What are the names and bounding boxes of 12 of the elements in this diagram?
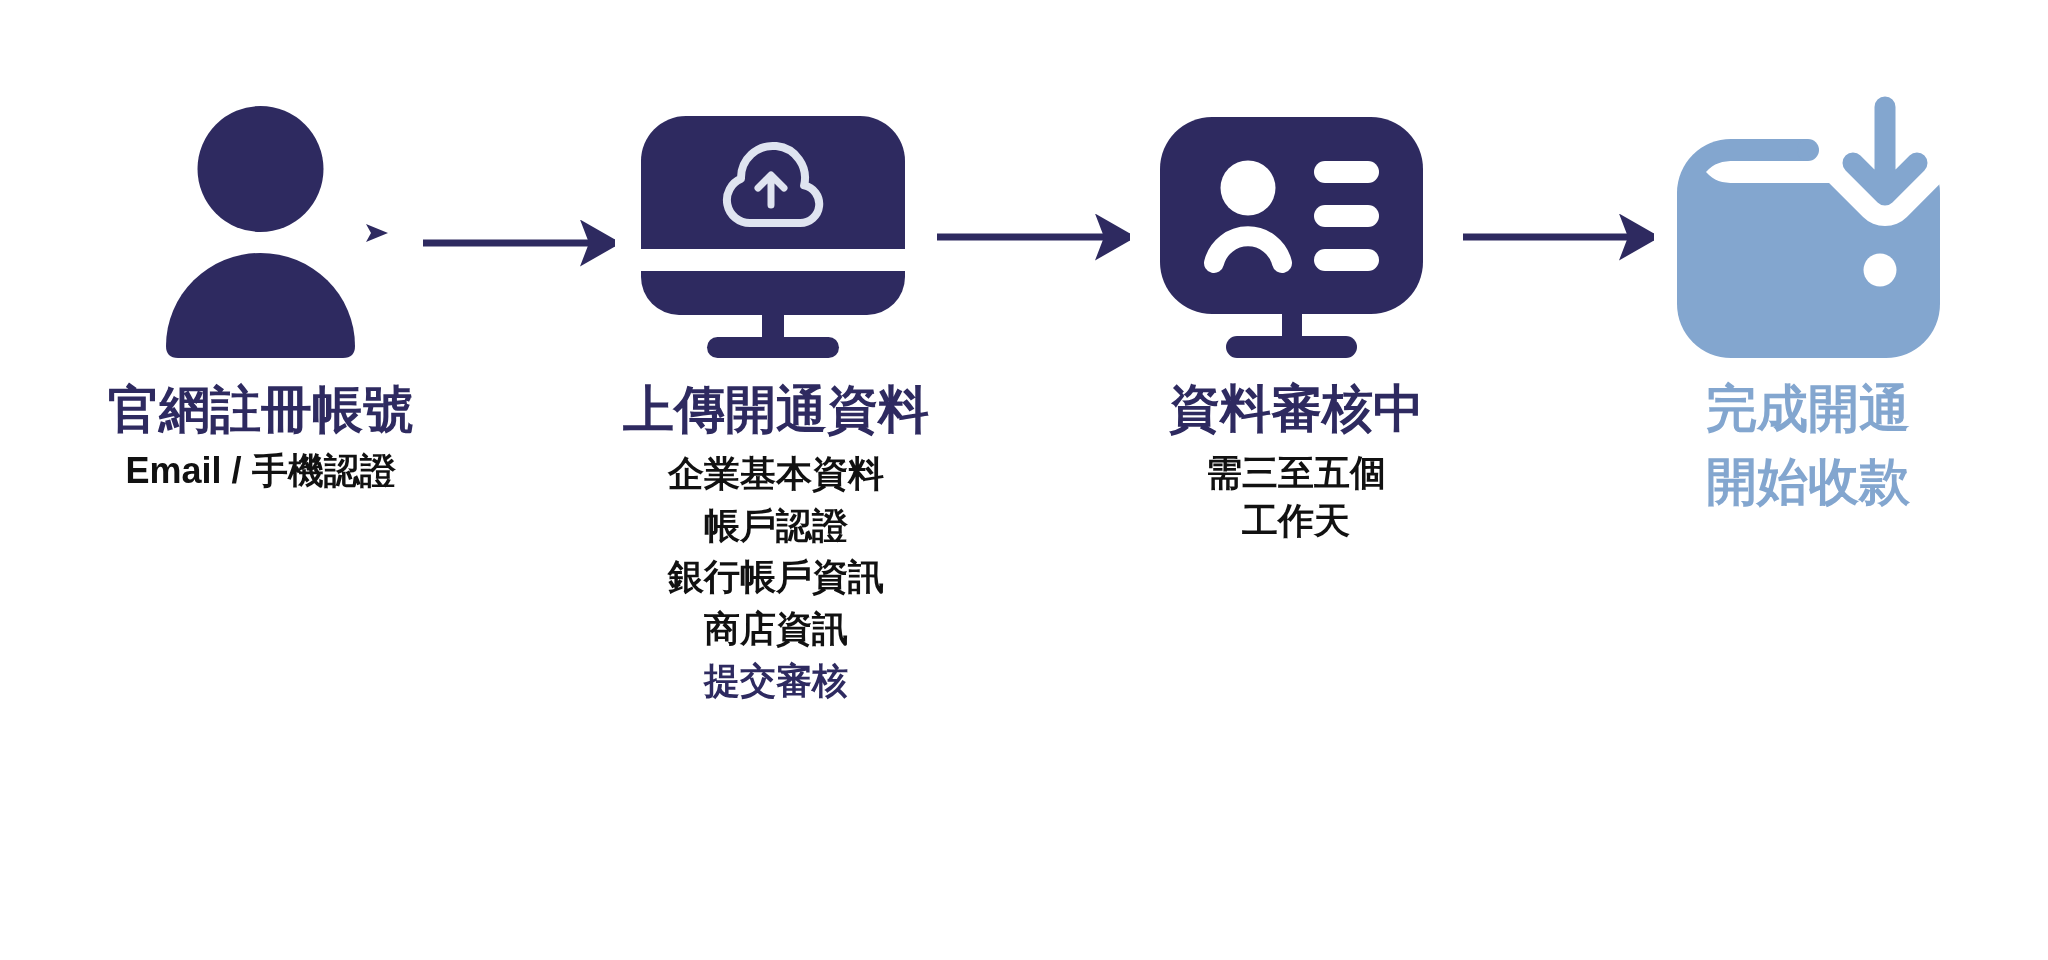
step-title: 上傳開通資料 (622, 380, 929, 440)
list-item: 提交審核 (703, 659, 848, 703)
list-item: 企業基本資料 (667, 452, 884, 496)
step-title: 完成開通 (1705, 379, 1910, 439)
step-title: 資料審核中 (1168, 379, 1424, 439)
list-item: 帳戶認證 (703, 504, 848, 548)
step-title: 開始收款 (1705, 452, 1910, 512)
list-item: 銀行帳戶資訊 (667, 555, 884, 599)
step-description: 需三至五個工作天 (1205, 451, 1387, 543)
step-title: 官網註冊帳號 (107, 380, 414, 440)
list-item: 商店資訊 (703, 607, 848, 651)
step-description: Email / 手機認證 (125, 449, 396, 493)
